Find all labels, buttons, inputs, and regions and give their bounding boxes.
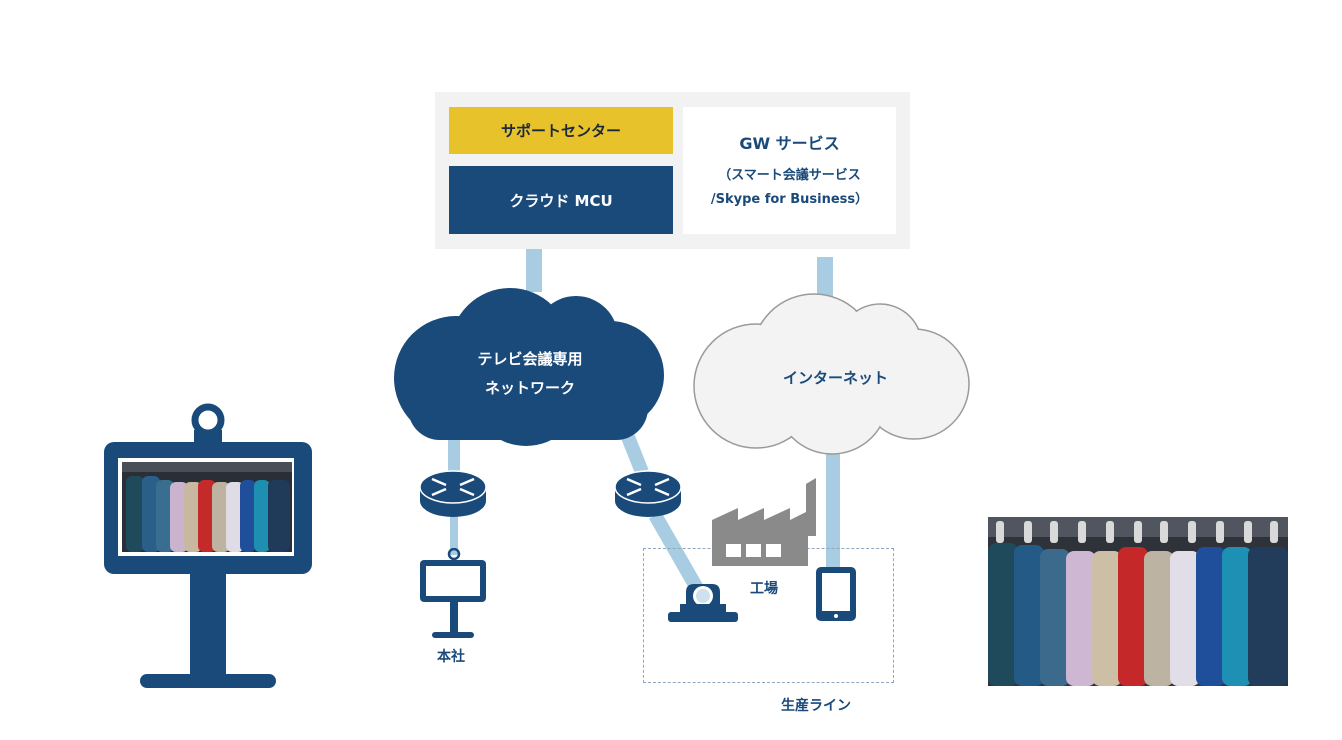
terminal-screen-clothes-photo — [122, 462, 292, 552]
production-line-label: 生産ライン — [781, 698, 851, 714]
headquarters-label: 本社 — [437, 649, 465, 665]
internet-cloud — [693, 293, 970, 455]
cloud-mcu-box: クラウド MCU — [449, 166, 673, 234]
support-center-box: サポートセンター — [449, 107, 673, 154]
router-left-icon — [419, 470, 487, 517]
factory-label: 工場 — [750, 581, 778, 597]
headquarters-terminal-icon — [420, 548, 486, 638]
gw-service-title: GW サービス — [739, 133, 840, 153]
private-network-line1: テレビ会議専用 — [477, 350, 583, 368]
camera-icon — [668, 584, 738, 622]
link-router-right-camera — [648, 511, 709, 601]
internet-label: インターネット — [782, 369, 888, 387]
private-network-cloud — [394, 288, 664, 446]
tablet-icon — [816, 567, 856, 621]
clothes-photo — [988, 517, 1288, 686]
gw-service-line2: /Skype for Business） — [710, 191, 869, 207]
factory-icon — [704, 478, 820, 572]
private-network-line2: ネットワーク — [484, 379, 575, 397]
link-private-router-right — [619, 429, 649, 475]
gw-service-line1: （スマート会議サービス — [718, 167, 861, 183]
gw-service-box: GW サービス （スマート会議サービス /Skype for Business） — [683, 107, 896, 234]
private-network-text: テレビ会議専用 ネットワーク — [470, 345, 590, 403]
support-center-label: サポートセンター — [500, 122, 621, 140]
router-right-icon — [614, 470, 682, 517]
cloud-mcu-label: クラウド MCU — [509, 191, 613, 210]
